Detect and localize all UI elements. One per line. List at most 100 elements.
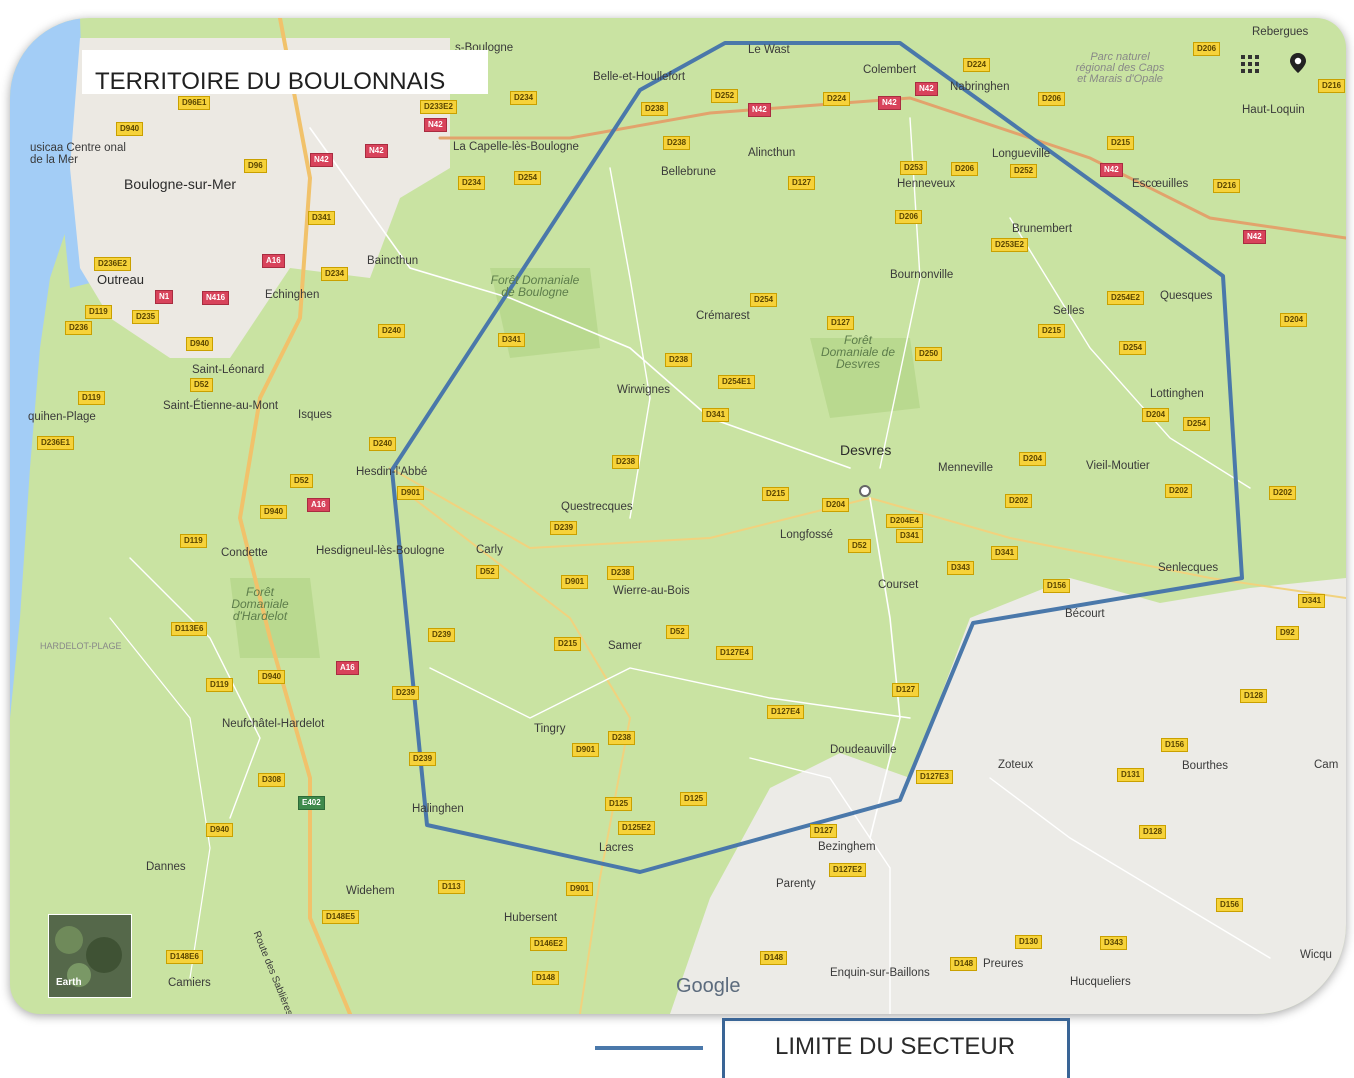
place-label: Condette [221, 547, 268, 559]
place-label: Widehem [346, 885, 395, 897]
legend-label: LIMITE DU SECTEUR [775, 1033, 1016, 1060]
place-label: Lottinghen [1150, 388, 1204, 400]
road-number-shield: D341 [1298, 594, 1326, 608]
road-number-shield: D204E4 [886, 514, 923, 528]
road-number-shield: D341 [308, 211, 336, 225]
place-label: Preures [983, 958, 1024, 970]
road-number-shield: D254 [514, 171, 542, 185]
satellite-thumbnail [49, 915, 131, 997]
place-label: Vieil-Moutier [1086, 460, 1150, 472]
road-number-shield: N42 [424, 118, 447, 132]
road-number-shield: D148E5 [322, 910, 359, 924]
road-number-shield: D940 [260, 505, 288, 519]
road-number-shield: D92 [1276, 626, 1299, 640]
earth-label: Earth [56, 977, 82, 988]
place-label: Wicqu [1300, 949, 1332, 961]
road-number-shield: D131 [1117, 768, 1145, 782]
place-label: Doudeauville [830, 744, 897, 756]
forest-label: Forêt Domaniale de Desvres [820, 333, 896, 371]
road-number-shield: D215 [1107, 136, 1135, 150]
road-number-shield: D204 [1280, 313, 1308, 327]
road-number-shield: D113E6 [171, 622, 208, 636]
place-label: Dannes [146, 861, 186, 873]
road-number-shield: D215 [554, 637, 582, 651]
road-number-shield: D125 [605, 797, 633, 811]
apps-grid-icon[interactable] [1241, 55, 1261, 75]
road-number-shield: D127E4 [716, 646, 753, 660]
road-number-shield: D238 [607, 566, 635, 580]
road-number-shield: D254 [1183, 417, 1211, 431]
road-number-shield: D236 [65, 321, 93, 335]
road-number-shield: D234 [510, 91, 538, 105]
road-number-shield: D125E2 [618, 821, 655, 835]
road-number-shield: D119 [180, 534, 207, 548]
place-label: Belle-et-Houllefort [593, 71, 686, 83]
road-number-shield: D341 [896, 529, 924, 543]
place-label: s-Boulogne [455, 42, 514, 54]
road-number-shield: D128 [1240, 689, 1268, 703]
place-label: Escœuilles [1132, 178, 1189, 190]
road-number-shield: D113 [438, 880, 465, 894]
place-label: Samer [608, 640, 642, 652]
place-label: Zoteux [998, 759, 1034, 771]
road-number-shield: D204 [1019, 452, 1047, 466]
location-marker-icon [859, 485, 871, 497]
place-label: Carly [476, 544, 503, 556]
place-label: Quesques [1160, 290, 1213, 302]
road-number-shield: D128 [1139, 825, 1167, 839]
road-number-shield: D341 [991, 546, 1019, 560]
place-label: La Capelle-lès-Boulogne [453, 141, 579, 153]
road-number-shield: D96 [244, 159, 267, 173]
road-number-shield: D127 [788, 176, 816, 190]
road-number-shield: D52 [476, 565, 499, 579]
road-number-shield: D901 [397, 486, 425, 500]
road-number-shield: N42 [915, 82, 938, 96]
google-logo: Google [676, 975, 741, 997]
road-number-shield: E402 [298, 796, 325, 810]
road-number-shield: D940 [116, 122, 144, 136]
road-number-shield: D119 [206, 678, 233, 692]
place-label: Selles [1053, 305, 1085, 317]
road-number-shield: D239 [409, 752, 437, 766]
place-label: Halinghen [412, 803, 464, 815]
map-canvas[interactable] [10, 18, 1346, 1014]
road-number-shield: D156 [1043, 579, 1071, 593]
place-label: Lacres [599, 842, 634, 854]
place-label: Colembert [863, 64, 917, 76]
place-label: Wirwignes [617, 384, 671, 396]
road-number-shield: D148 [760, 951, 788, 965]
place-label: quihen-Plage [28, 411, 96, 423]
place-label: Le Wast [748, 44, 790, 56]
place-label: Saint-Léonard [192, 364, 265, 376]
road-number-shield: D308 [258, 773, 286, 787]
place-label: Desvres [840, 442, 892, 458]
road-number-shield: D238 [641, 102, 669, 116]
forest-label: Forêt Domaniale d'Hardelot [231, 585, 289, 623]
map-view[interactable]: s-Boulogne Belle-et-Houllefort Le Wast C… [10, 18, 1346, 1014]
place-label: Bellebrune [661, 166, 716, 178]
earth-layer-button[interactable] [48, 914, 132, 998]
road-number-shield: D96E1 [178, 96, 211, 110]
place-label: Menneville [938, 462, 993, 474]
road-number-shield: D156 [1216, 898, 1244, 912]
road-number-shield: D239 [428, 628, 456, 642]
place-label: Courset [878, 579, 919, 591]
location-pin-icon[interactable] [1287, 52, 1309, 74]
place-label: Enquin-sur-Baillons [830, 967, 930, 979]
road-number-shield: D940 [186, 337, 214, 351]
urban-area [70, 38, 450, 358]
road-number-shield: D238 [608, 731, 636, 745]
place-label: Baincthun [367, 255, 419, 267]
road-number-shield: D341 [702, 408, 730, 422]
road-number-shield: D204 [1142, 408, 1170, 422]
road-number-shield: D253 [900, 161, 928, 175]
place-label: Neufchâtel-Hardelot [222, 718, 325, 730]
road-number-shield: D52 [666, 625, 689, 639]
place-label: Hucqueliers [1070, 976, 1131, 988]
road-network [109, 18, 1346, 1014]
place-label: Camiers [168, 977, 211, 989]
place-label: Alincthun [748, 147, 796, 159]
road-number-shield: D127E4 [767, 705, 804, 719]
place-label: Hesdigneul-lès-Boulogne [316, 545, 445, 557]
place-label: Henneveux [897, 178, 956, 190]
